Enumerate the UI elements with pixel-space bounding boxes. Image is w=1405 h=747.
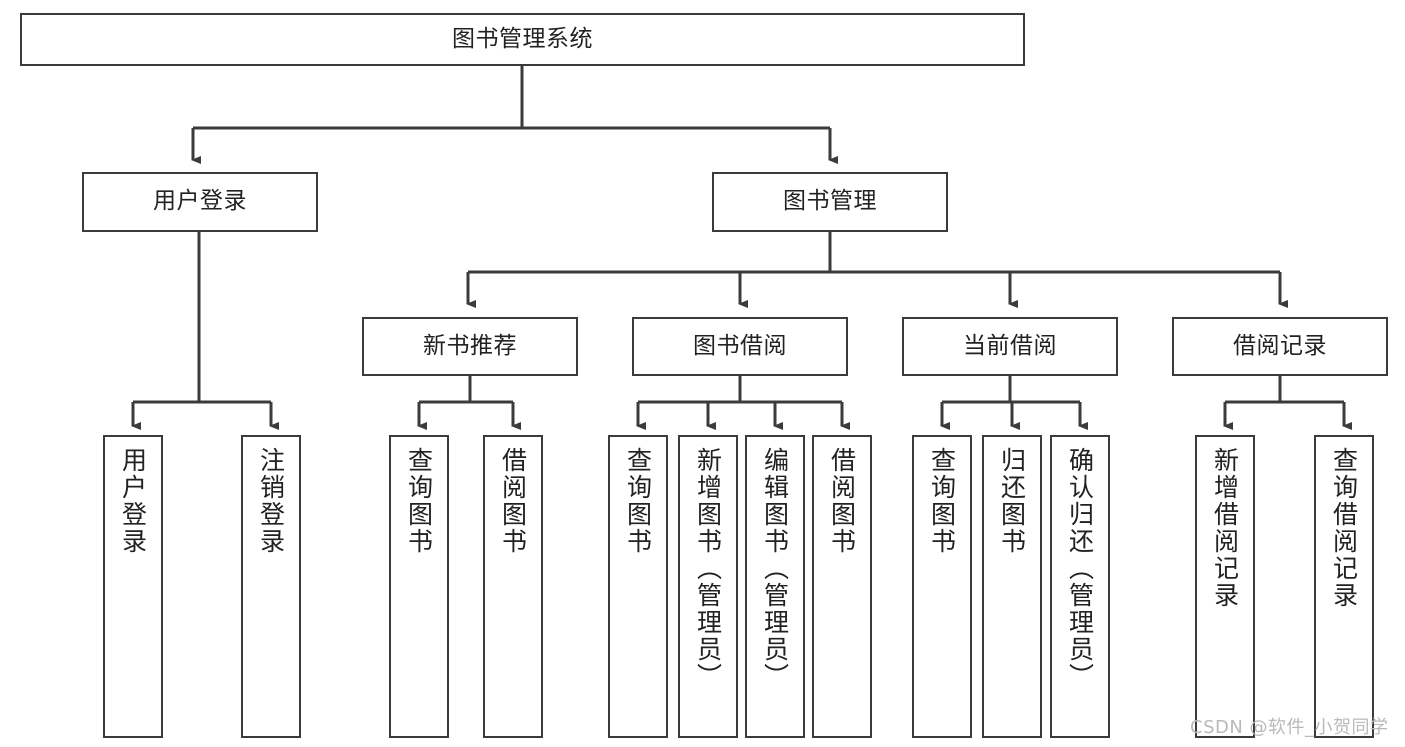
node-current-borrow[interactable]: 当前借阅 — [902, 317, 1118, 376]
node-label: 借阅图书 — [498, 447, 528, 555]
node-label: 图书管理系统 — [452, 25, 593, 52]
node-label: 编辑图书（管理员） — [760, 447, 790, 690]
leaf-record-query-record[interactable]: 查询借阅记录 — [1314, 435, 1374, 738]
leaf-borrow-add-book-admin[interactable]: 新增图书（管理员） — [678, 435, 738, 738]
node-label: 用户登录 — [118, 447, 148, 555]
leaf-current-return-book[interactable]: 归还图书 — [982, 435, 1042, 738]
node-user-login[interactable]: 用户登录 — [82, 172, 318, 232]
node-root-system[interactable]: 图书管理系统 — [20, 13, 1025, 66]
node-label: 归还图书 — [997, 447, 1027, 555]
node-label: 查询图书 — [404, 447, 434, 555]
node-label: 图书借阅 — [693, 332, 787, 359]
node-borrow-record[interactable]: 借阅记录 — [1172, 317, 1388, 376]
leaf-recommend-borrow-book[interactable]: 借阅图书 — [483, 435, 543, 738]
node-label: 确认归还（管理员） — [1065, 447, 1095, 690]
node-book-management[interactable]: 图书管理 — [712, 172, 948, 232]
node-label: 借阅图书 — [827, 447, 857, 555]
node-label: 新增借阅记录 — [1210, 447, 1240, 609]
node-label: 新增图书（管理员） — [693, 447, 723, 690]
node-label: 图书管理 — [783, 188, 877, 215]
leaf-borrow-query-book[interactable]: 查询图书 — [608, 435, 668, 738]
leaf-record-add-record[interactable]: 新增借阅记录 — [1195, 435, 1255, 738]
node-label: 查询图书 — [927, 447, 957, 555]
leaf-borrow-borrow-book[interactable]: 借阅图书 — [812, 435, 872, 738]
watermark: CSDN @软件_小贺同学 — [1190, 717, 1389, 738]
node-book-borrow[interactable]: 图书借阅 — [632, 317, 848, 376]
leaf-current-confirm-return-admin[interactable]: 确认归还（管理员） — [1050, 435, 1110, 738]
leaf-current-query-book[interactable]: 查询图书 — [912, 435, 972, 738]
node-label: 新书推荐 — [423, 332, 517, 359]
node-label: 用户登录 — [153, 188, 247, 215]
node-label: 查询借阅记录 — [1329, 447, 1359, 609]
node-new-book-recommend[interactable]: 新书推荐 — [362, 317, 578, 376]
node-label: 借阅记录 — [1233, 332, 1327, 359]
node-label: 注销登录 — [256, 447, 286, 555]
leaf-borrow-edit-book-admin[interactable]: 编辑图书（管理员） — [745, 435, 805, 738]
leaf-recommend-query-book[interactable]: 查询图书 — [389, 435, 449, 738]
leaf-user-login-logout[interactable]: 注销登录 — [241, 435, 301, 738]
leaf-user-login-login[interactable]: 用户登录 — [103, 435, 163, 738]
node-label: 查询图书 — [623, 447, 653, 555]
node-label: 当前借阅 — [963, 332, 1057, 359]
